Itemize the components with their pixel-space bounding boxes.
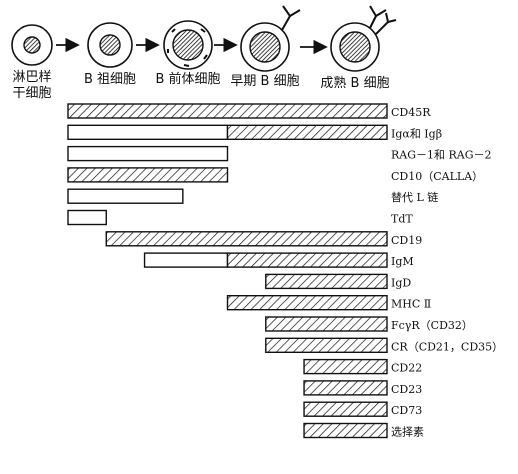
expression-bar-hatched <box>303 422 388 439</box>
marker-row: TdT <box>67 209 413 226</box>
marker-label: IgM <box>391 255 414 268</box>
stage-early-b-cell: 早期 B 细胞 <box>230 5 301 89</box>
marker-row: MHC Ⅱ <box>226 295 431 311</box>
stage-label: B 祖细胞 <box>84 72 136 87</box>
stage-label: B 前体细胞 <box>155 71 220 87</box>
expression-bar-hatched <box>226 124 388 141</box>
marker-label: CD45R <box>391 106 431 119</box>
expression-bar-open <box>67 188 184 204</box>
expression-bar-hatched <box>226 295 388 311</box>
antibody-receptor-icon <box>281 5 301 31</box>
stage-b-progenitor: B 祖细胞 <box>84 22 136 87</box>
marker-label: FcγR（CD32） <box>391 319 473 332</box>
expression-bar-hatched <box>303 358 388 375</box>
marker-label: 替代 L 链 <box>391 190 438 204</box>
expression-bar-hatched <box>303 380 388 396</box>
marker-row: IgD <box>265 273 411 290</box>
marker-row: CD10（CALLA） <box>67 167 483 183</box>
stage-pre-b-cell: B 前体细胞 <box>155 20 221 87</box>
marker-row: 选择素 <box>303 422 424 439</box>
expression-bar-hatched <box>265 273 388 290</box>
marker-label: RAG－1和 RAG－2 <box>391 149 492 162</box>
expression-bar-hatched <box>67 167 229 183</box>
expression-bar-hatched <box>67 103 388 119</box>
cell-nucleus-icon <box>249 31 281 63</box>
marker-label: CD73 <box>391 404 422 417</box>
marker-row: CD19 <box>105 231 422 247</box>
antibody-receptor-icon <box>369 5 397 35</box>
marker-row: CD73 <box>303 401 422 417</box>
stage-label: 成熟 B 细胞 <box>320 75 389 91</box>
cell-stages: 淋巴样 干细胞 B 祖细胞 B 前体细胞 <box>11 5 397 101</box>
expression-bar-open <box>67 209 107 226</box>
marker-label: IgD <box>391 276 411 289</box>
stage-label: 淋巴样 <box>12 70 51 85</box>
expression-bar-open <box>67 124 229 141</box>
cell-nucleus-icon <box>339 31 371 63</box>
expression-bar-hatched <box>105 231 388 247</box>
marker-row: CD45R <box>67 103 431 119</box>
marker-row: CR（CD21，CD35） <box>265 337 503 353</box>
marker-label: CD23 <box>391 383 422 396</box>
marker-row: CD22 <box>303 358 422 375</box>
cell-nucleus-icon <box>99 34 121 56</box>
marker-row: Igα和 Igβ <box>67 124 442 141</box>
expression-bar-hatched <box>265 337 388 353</box>
marker-row: RAG－1和 RAG－2 <box>67 145 492 162</box>
expression-bar-open <box>67 145 229 162</box>
marker-label: 选择素 <box>391 425 424 439</box>
stage-lymphoid-stem-cell: 淋巴样 干细胞 <box>11 24 53 101</box>
expression-bar-hatched <box>226 252 388 268</box>
expression-bar-hatched <box>303 401 388 417</box>
marker-label: CD19 <box>391 234 422 247</box>
marker-row: IgM <box>143 252 414 268</box>
expression-bar-hatched <box>265 316 388 332</box>
marker-label: Igα和 Igβ <box>391 127 442 140</box>
marker-label: CR（CD21，CD35） <box>391 340 503 353</box>
cell-nucleus-icon <box>23 36 41 54</box>
marker-label: MHC Ⅱ <box>391 298 431 311</box>
marker-row: 替代 L 链 <box>67 188 438 204</box>
marker-row: FcγR（CD32） <box>265 316 473 332</box>
cytoplasmic-chain-icon <box>167 28 208 67</box>
stage-mature-b-cell: 成熟 B 细胞 <box>320 5 397 91</box>
expression-bar-open <box>143 252 229 268</box>
stage-label: 干细胞 <box>12 86 51 101</box>
cell-nucleus-icon <box>172 29 204 61</box>
marker-row: CD23 <box>303 380 422 396</box>
marker-label: CD22 <box>391 362 422 375</box>
marker-label: TdT <box>391 213 413 226</box>
marker-label: CD10（CALLA） <box>391 170 483 183</box>
stage-label: 早期 B 细胞 <box>230 74 299 89</box>
